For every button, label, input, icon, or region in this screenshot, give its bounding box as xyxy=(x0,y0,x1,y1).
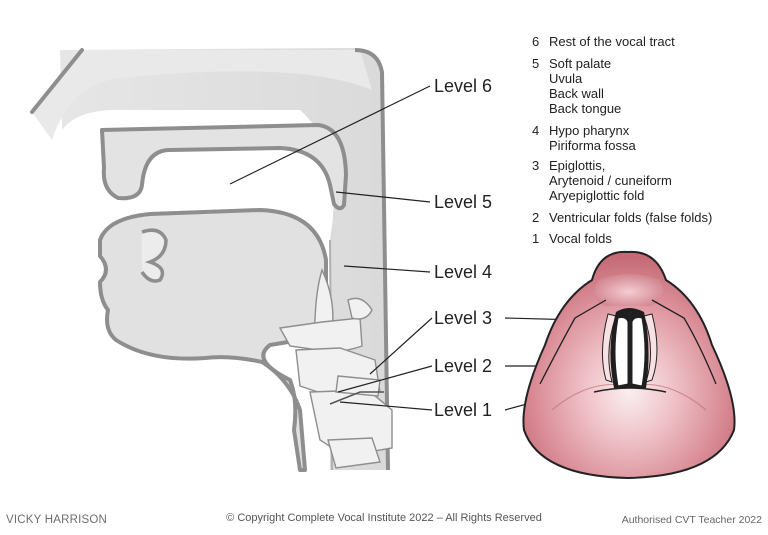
leader-level-6 xyxy=(229,85,431,185)
leader-level-4 xyxy=(343,265,431,273)
legend-num-5: 5 xyxy=(532,56,539,71)
legend-2-line-1: Ventricular folds (false folds) xyxy=(549,210,712,225)
legend-5-line-2: Uvula xyxy=(549,71,583,86)
copyright-notice: © Copyright Complete Vocal Institute 202… xyxy=(226,512,542,524)
hard-palate xyxy=(100,123,348,211)
larynx-top-view xyxy=(522,250,736,480)
epiglottis xyxy=(594,274,664,306)
legend-3-line-2: Arytenoid / cuneiform xyxy=(549,173,672,188)
leader-level-5 xyxy=(335,191,431,203)
legend-num-2: 2 xyxy=(532,210,539,225)
level-label-4: Level 4 xyxy=(434,262,492,282)
legend-5-line-4: Back tongue xyxy=(549,101,621,116)
aryepiglottic-fold xyxy=(539,299,717,385)
leader-level-3 xyxy=(369,317,433,375)
ventricular-fold-left xyxy=(601,313,617,383)
legend: 6 Rest of the vocal tract 5 Soft palate … xyxy=(532,34,712,246)
legend-num-1: 1 xyxy=(532,231,539,246)
legend-3-line-3: Aryepiglottic fold xyxy=(549,188,644,203)
lips xyxy=(140,228,168,283)
leader-level-1 xyxy=(339,401,433,411)
teacher-credit: Authorised CVT Teacher 2022 xyxy=(621,514,762,526)
author-name: VICKY HARRISON xyxy=(6,514,107,526)
legend-5-line-3: Back wall xyxy=(549,86,604,101)
legend-6-line-1: Rest of the vocal tract xyxy=(549,34,675,49)
level-label-1: Level 1 xyxy=(434,400,492,420)
legend-3-line-1: Epiglottis, xyxy=(549,158,605,173)
legend-1-line-1: Vocal folds xyxy=(549,231,612,246)
arytenoid-base xyxy=(593,387,667,393)
nasal-region xyxy=(32,50,372,140)
legend-4-line-2: Piriforma fossa xyxy=(549,138,636,153)
legend-num-4: 4 xyxy=(532,123,539,138)
legend-num-3: 3 xyxy=(532,158,539,173)
level-label-6: Level 6 xyxy=(434,76,492,96)
level-labels: Level 6 Level 5 Level 4 Level 3 Level 2 … xyxy=(434,76,492,420)
level-label-2: Level 2 xyxy=(434,356,492,376)
level-leader-lines xyxy=(229,85,601,411)
vocal-fold-right xyxy=(631,317,646,387)
nose-outline xyxy=(30,48,84,114)
back-wall-line xyxy=(354,48,390,471)
legend-num-6: 6 xyxy=(532,34,539,49)
legend-5-line-1: Soft palate xyxy=(549,56,611,71)
leader-level-2 xyxy=(337,365,433,393)
level-label-5: Level 5 xyxy=(434,192,492,212)
level-label-3: Level 3 xyxy=(434,308,492,328)
head-cross-section xyxy=(30,48,393,472)
vocal-fold-left xyxy=(614,317,629,387)
legend-4-line-1: Hypo pharynx xyxy=(549,123,630,138)
